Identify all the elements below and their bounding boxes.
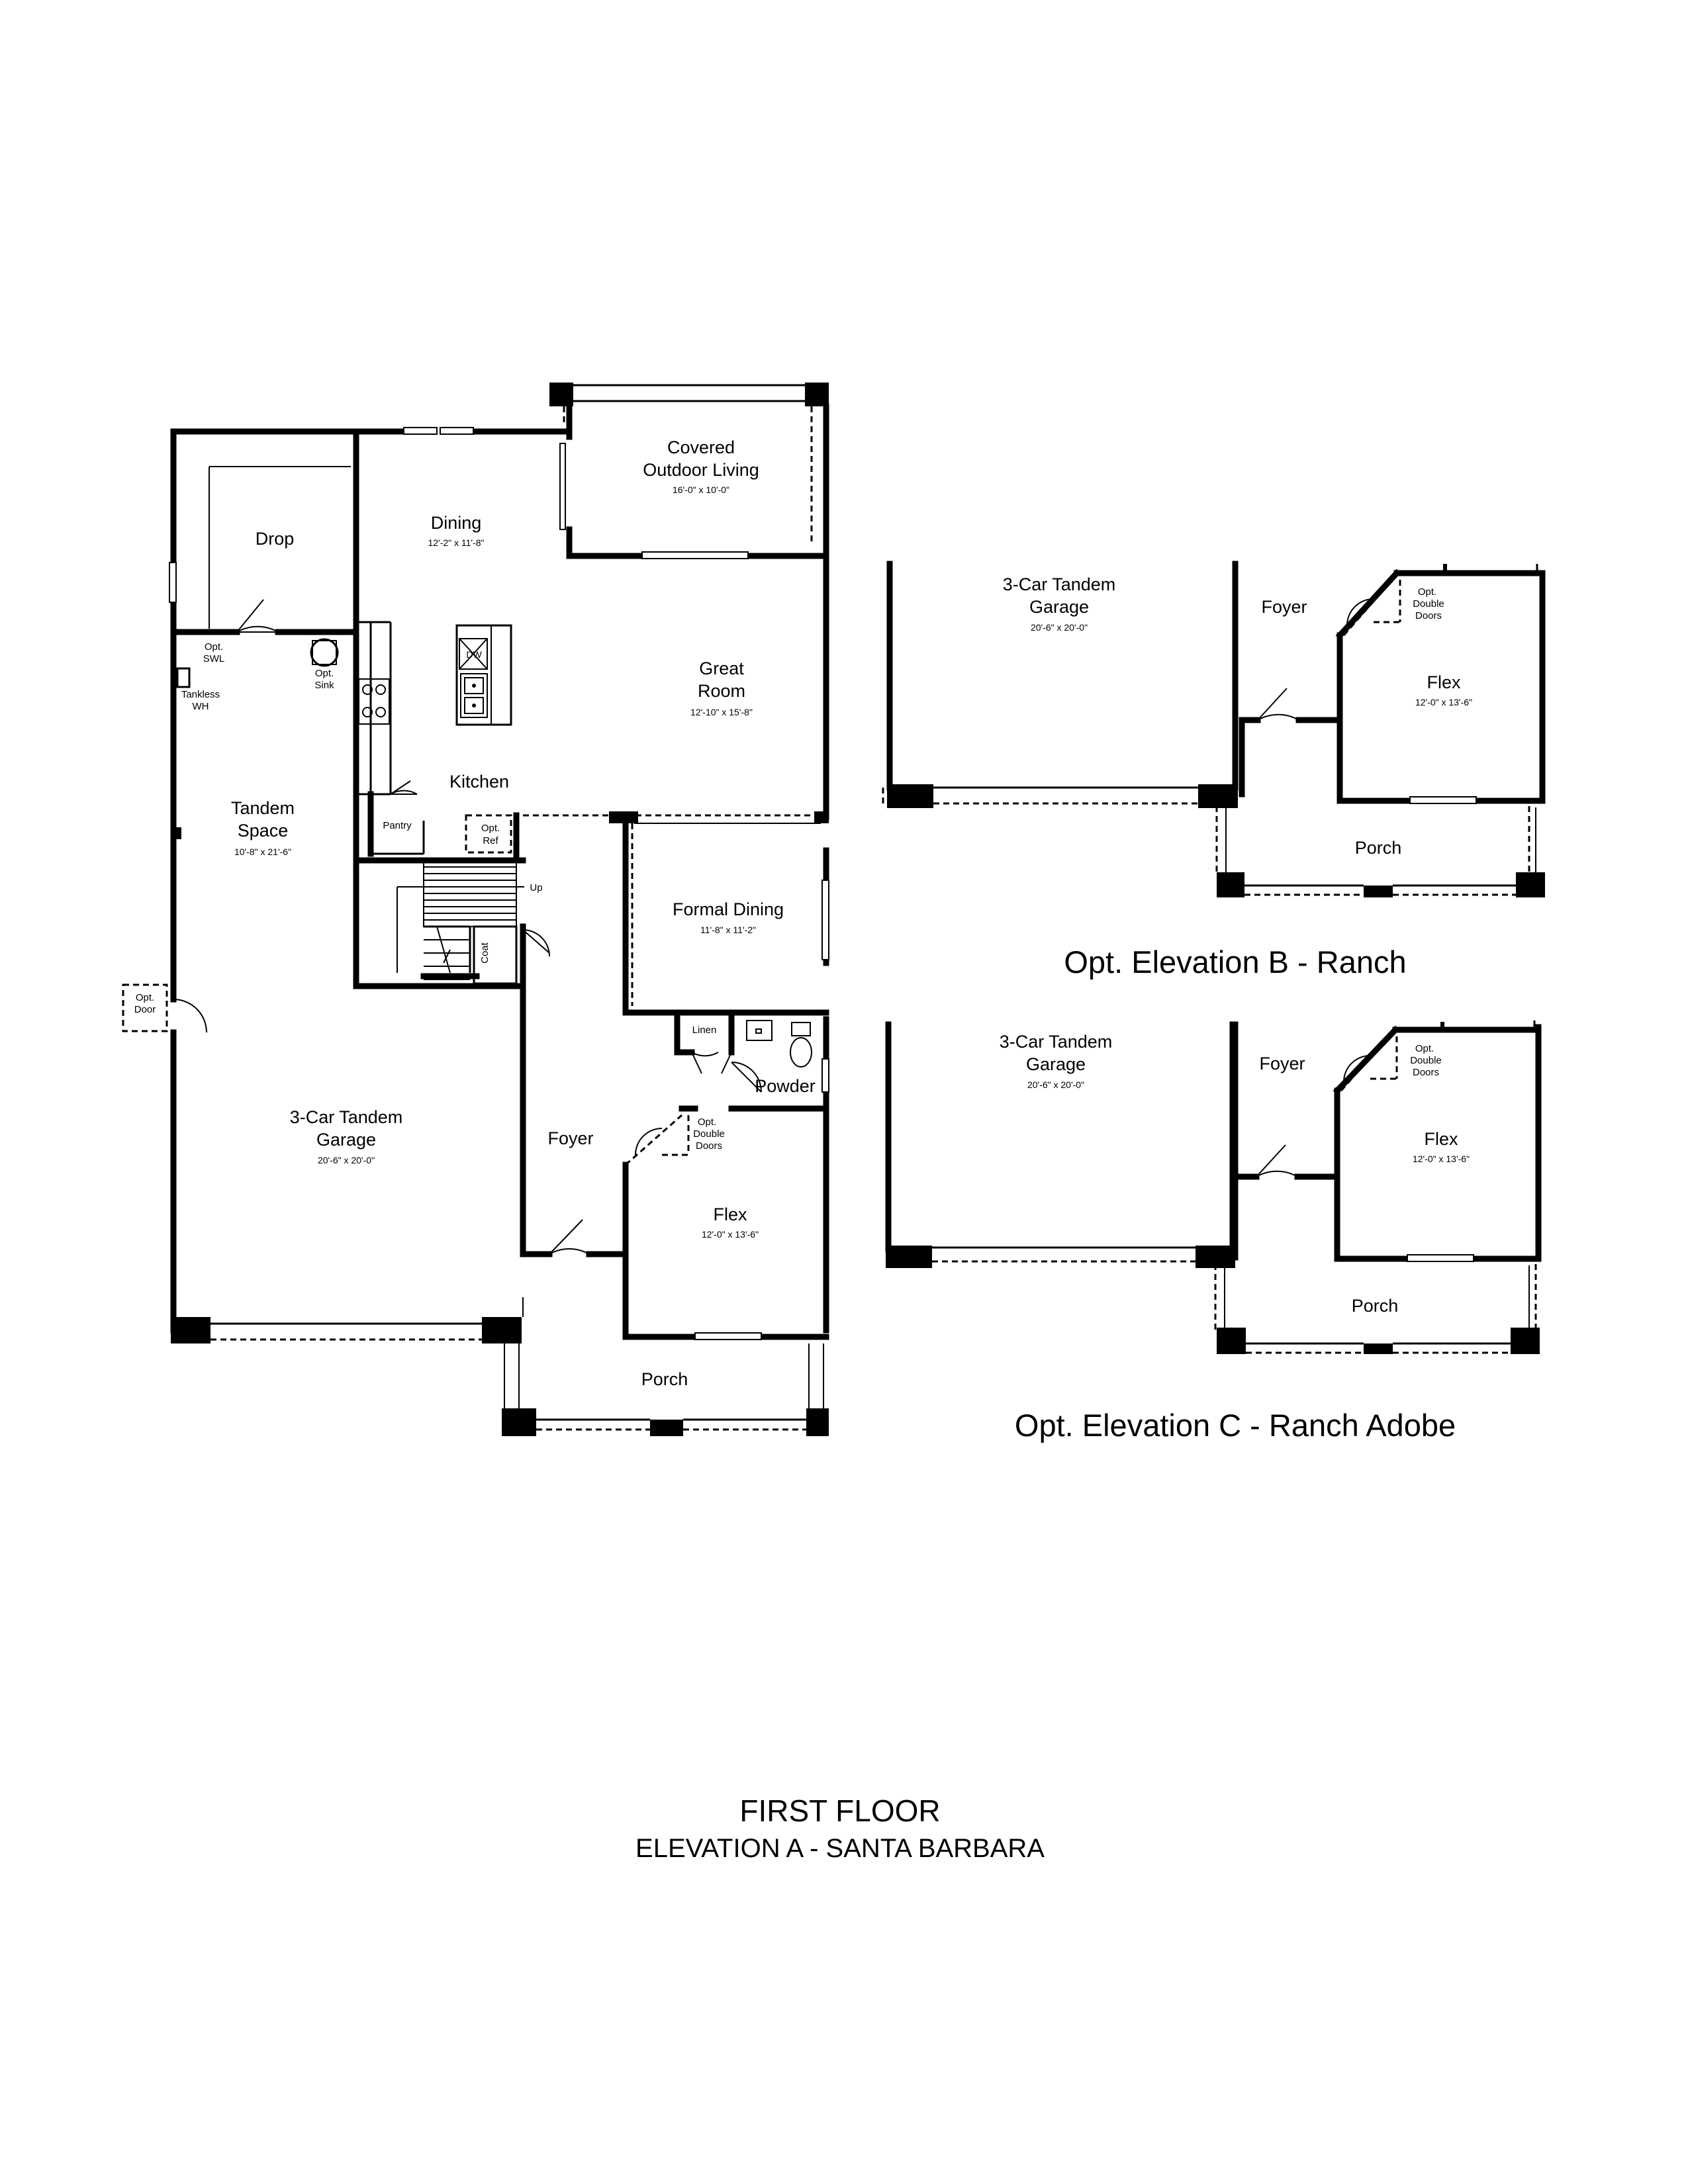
opt-ref-label-1: Opt.	[481, 823, 500, 834]
elev-c-garage-label-2: Garage	[1026, 1054, 1086, 1074]
coat-closet-label: Coat	[479, 942, 491, 964]
pantry-label: Pantry	[383, 820, 412, 831]
opt-double-doors-label-3: Doors	[696, 1140, 722, 1152]
stair-up-label: Up	[530, 882, 542, 893]
elevation-b-plan: 3-Car Tandem Garage 20'-6" x 20'-0" Foye…	[882, 561, 1546, 979]
elev-c-opt-double-label-2: Double	[1410, 1055, 1442, 1066]
garage-dim: 20'-6" x 20'-0"	[318, 1155, 375, 1165]
sheet-title: FIRST FLOOR	[739, 1794, 940, 1828]
tankless-label-1: Tankless	[181, 689, 220, 700]
elev-c-garage-label-1: 3-Car Tandem	[1000, 1032, 1113, 1052]
elev-b-garage-label-1: 3-Car Tandem	[1003, 574, 1116, 594]
tandem-space-dim: 10'-8" x 21'-6"	[234, 846, 291, 857]
opt-double-doors-label-1: Opt.	[698, 1116, 716, 1128]
elev-b-garage-label-2: Garage	[1029, 597, 1089, 617]
opt-swl-label-1: Opt.	[205, 641, 223, 653]
elev-b-opt-double-label-1: Opt.	[1418, 586, 1436, 598]
great-room-label-2: Room	[698, 681, 745, 701]
covered-outdoor-living	[549, 383, 829, 559]
exterior-walls	[122, 427, 829, 1343]
tandem-space-label-1: Tandem	[231, 798, 295, 818]
elev-c-garage-dim: 20'-6" x 20'-0"	[1027, 1079, 1084, 1090]
dishwasher-label: DW	[466, 649, 482, 660]
powder-label: Powder	[755, 1076, 816, 1096]
elev-b-flex-label: Flex	[1427, 672, 1461, 692]
tandem-space-label-2: Space	[238, 821, 289, 841]
covered-outdoor-dim: 16'-0" x 10'-0"	[673, 484, 729, 495]
kitchen-area	[353, 621, 829, 864]
elev-c-caption: Opt. Elevation C - Ranch Adobe	[1015, 1408, 1456, 1443]
linen-label: Linen	[692, 1024, 717, 1036]
elev-c-opt-double-label-1: Opt.	[1415, 1043, 1434, 1054]
great-room-label-1: Great	[699, 659, 744, 678]
elev-c-porch-label: Porch	[1352, 1296, 1399, 1316]
kitchen-label: Kitchen	[449, 772, 509, 792]
garage-label-2: Garage	[316, 1130, 376, 1150]
covered-outdoor-label-1: Covered	[667, 437, 735, 457]
main-floor-plan: Covered Outdoor Living 16'-0" x 10'-0" D…	[122, 383, 829, 1436]
opt-double-doors-label-2: Double	[693, 1128, 725, 1140]
formal-dining-label: Formal Dining	[673, 899, 784, 919]
sheet-subtitle: ELEVATION A - SANTA BARBARA	[635, 1834, 1045, 1863]
elev-b-foyer-label: Foyer	[1261, 597, 1307, 617]
opt-ref-label-2: Ref	[483, 835, 498, 846]
elev-b-flex-dim: 12'-0" x 13'-6"	[1415, 697, 1472, 707]
elev-b-opt-double-label-2: Double	[1413, 598, 1444, 610]
elevation-c-plan: 3-Car Tandem Garage 20'-6" x 20'-0" Foye…	[885, 1021, 1542, 1443]
tankless-label-2: WH	[193, 701, 209, 712]
elev-c-foyer-label: Foyer	[1259, 1054, 1305, 1073]
opt-sink-label-1: Opt.	[315, 668, 334, 679]
dining-label: Dining	[431, 513, 482, 533]
elev-c-flex-dim: 12'-0" x 13'-6"	[1413, 1154, 1470, 1164]
staircase	[353, 857, 550, 989]
covered-outdoor-label-2: Outdoor Living	[643, 460, 759, 480]
foyer-area	[520, 820, 829, 1340]
flex-label: Flex	[713, 1205, 747, 1224]
elev-c-flex-label: Flex	[1424, 1129, 1458, 1149]
foyer-label: Foyer	[547, 1128, 593, 1148]
drop-label: Drop	[256, 529, 295, 549]
elev-b-porch-label: Porch	[1355, 838, 1402, 858]
opt-sink-label-2: Sink	[314, 680, 334, 691]
elev-c-opt-double-label-3: Doors	[1413, 1067, 1439, 1078]
formal-dining-dim: 11'-8" x 11'-2"	[700, 925, 756, 935]
opt-swl-label-2: SWL	[203, 653, 225, 664]
opt-door-label-2: Door	[134, 1004, 156, 1015]
elev-b-opt-double-label-3: Doors	[1415, 610, 1442, 621]
porch	[502, 1343, 829, 1436]
porch-label: Porch	[641, 1369, 688, 1389]
elev-b-garage-dim: 20'-6" x 20'-0"	[1031, 622, 1088, 633]
elev-b-caption: Opt. Elevation B - Ranch	[1064, 944, 1406, 979]
opt-door-label-1: Opt.	[136, 992, 154, 1003]
flex-dim: 12'-0" x 13'-6"	[702, 1229, 759, 1240]
dining-dim: 12'-2" x 11'-8"	[428, 537, 484, 548]
great-room-dim: 12'-10" x 15'-8"	[690, 707, 753, 717]
garage-label-1: 3-Car Tandem	[290, 1107, 403, 1127]
